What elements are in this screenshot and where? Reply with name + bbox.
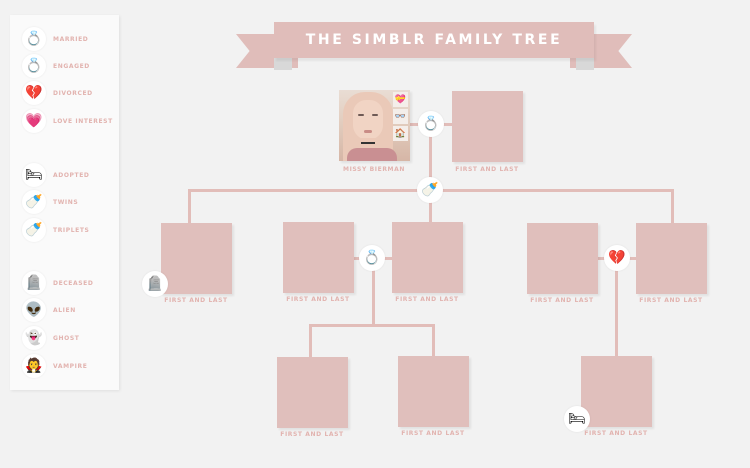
person-name: FIRST AND LAST	[164, 297, 228, 304]
divorced-rings-icon: 💔	[604, 245, 630, 271]
person-name: FIRST AND LAST	[455, 166, 519, 173]
person-box-gen2-1[interactable]	[161, 223, 232, 294]
divorced-rings-icon: 💔	[22, 81, 46, 105]
twin-bottles-icon: 🍼	[22, 190, 46, 214]
person-box-gen2-4[interactable]	[527, 223, 598, 294]
legend-label: DIVORCED	[53, 89, 93, 97]
page-title: THE SIMBLR FAMILY TREE	[305, 32, 563, 48]
trait-list: 💝 👓 🏠	[393, 92, 408, 141]
connector-child-gen3-2	[432, 324, 435, 357]
tombstone-icon: 🪦	[142, 271, 168, 297]
legend-label: GHOST	[53, 334, 80, 342]
tombstone-icon: 🪦	[22, 271, 46, 295]
legend-item-love-interest: 💗 LOVE INTEREST	[22, 109, 113, 133]
banner-fold-right	[576, 58, 594, 70]
person-name: MISSY BIERMAN	[343, 166, 405, 173]
person-box-spouse[interactable]	[452, 91, 523, 162]
person-box-gen3-2[interactable]	[398, 356, 469, 427]
heart-trait-icon: 💝	[393, 92, 408, 107]
legend-item-twins: 🍼 TWINS	[22, 190, 78, 214]
glasses-trait-icon: 👓	[393, 109, 408, 124]
legend-label: ENGAGED	[53, 62, 90, 70]
person-box-gen2-2[interactable]	[283, 222, 354, 293]
person-name: FIRST AND LAST	[639, 297, 703, 304]
legend-item-alien: 👽 ALIEN	[22, 298, 76, 322]
house-trait-icon: 🏠	[393, 126, 408, 141]
vampire-icon: 🧛	[22, 354, 46, 378]
bassinet-icon: 🛏	[22, 163, 46, 187]
person-box-gen3-3[interactable]	[581, 356, 652, 427]
legend-label: TWINS	[53, 198, 79, 206]
engaged-ring-icon: 💍	[22, 54, 46, 78]
connector-child-gen3-1	[309, 324, 312, 357]
shirt	[347, 148, 397, 161]
person-box-gen3-1[interactable]	[277, 357, 348, 428]
title-banner: THE SIMBLR FAMILY TREE	[236, 22, 632, 72]
connector-child-1	[188, 189, 191, 223]
legend-item-triplets: 🍼 TRIPLETS	[22, 218, 89, 242]
legend-item-ghost: 👻 GHOST	[22, 326, 79, 350]
married-rings-icon: 💍	[418, 111, 444, 137]
triplet-bottles-icon: 🍼	[22, 218, 46, 242]
connector-engaged-trunk	[372, 258, 375, 326]
bassinet-icon: 🛏	[564, 406, 590, 432]
person-box-gen2-3[interactable]	[392, 222, 463, 293]
heart-icon: 💗	[22, 109, 46, 133]
eye	[358, 114, 364, 116]
legend-label: LOVE INTEREST	[53, 117, 113, 125]
person-name: FIRST AND LAST	[401, 430, 465, 437]
legend-item-engaged: 💍 ENGAGED	[22, 54, 90, 78]
connector-gen3-bar	[309, 324, 435, 327]
person-name: FIRST AND LAST	[280, 431, 344, 438]
neck	[361, 138, 375, 150]
legend-label: VAMPIRE	[53, 362, 88, 370]
legend-item-divorced: 💔 DIVORCED	[22, 81, 93, 105]
legend-label: ADOPTED	[53, 171, 90, 179]
banner-fold-left	[274, 58, 292, 70]
legend-panel: 💍 MARRIED 💍 ENGAGED 💔 DIVORCED 💗 LOVE IN…	[10, 15, 119, 390]
banner-band: THE SIMBLR FAMILY TREE	[274, 22, 594, 58]
lips	[364, 130, 372, 133]
legend-item-married: 💍 MARRIED	[22, 27, 88, 51]
legend-label: ALIEN	[53, 306, 76, 314]
connector-child-5	[671, 189, 674, 223]
person-photo-missy[interactable]: 💝 👓 🏠	[339, 90, 410, 161]
legend-item-deceased: 🪦 DECEASED	[22, 271, 93, 295]
person-name: FIRST AND LAST	[286, 296, 350, 303]
face	[353, 100, 383, 140]
person-name: FIRST AND LAST	[584, 430, 648, 437]
legend-item-vampire: 🧛 VAMPIRE	[22, 354, 87, 378]
triplet-bottles-icon: 🍼	[417, 177, 443, 203]
married-rings-icon: 💍	[22, 27, 46, 51]
choker	[361, 142, 375, 144]
legend-item-adopted: 🛏 ADOPTED	[22, 163, 90, 187]
legend-label: DECEASED	[53, 279, 94, 287]
engaged-ring-icon: 💍	[359, 245, 385, 271]
person-name: FIRST AND LAST	[395, 296, 459, 303]
connector-root-trunk	[429, 124, 432, 222]
legend-label: TRIPLETS	[53, 226, 90, 234]
alien-icon: 👽	[22, 298, 46, 322]
eye	[372, 114, 378, 116]
person-name: FIRST AND LAST	[530, 297, 594, 304]
ghost-icon: 👻	[22, 326, 46, 350]
connector-divorced-trunk	[615, 258, 618, 357]
person-box-gen2-5[interactable]	[636, 223, 707, 294]
legend-label: MARRIED	[53, 35, 89, 43]
